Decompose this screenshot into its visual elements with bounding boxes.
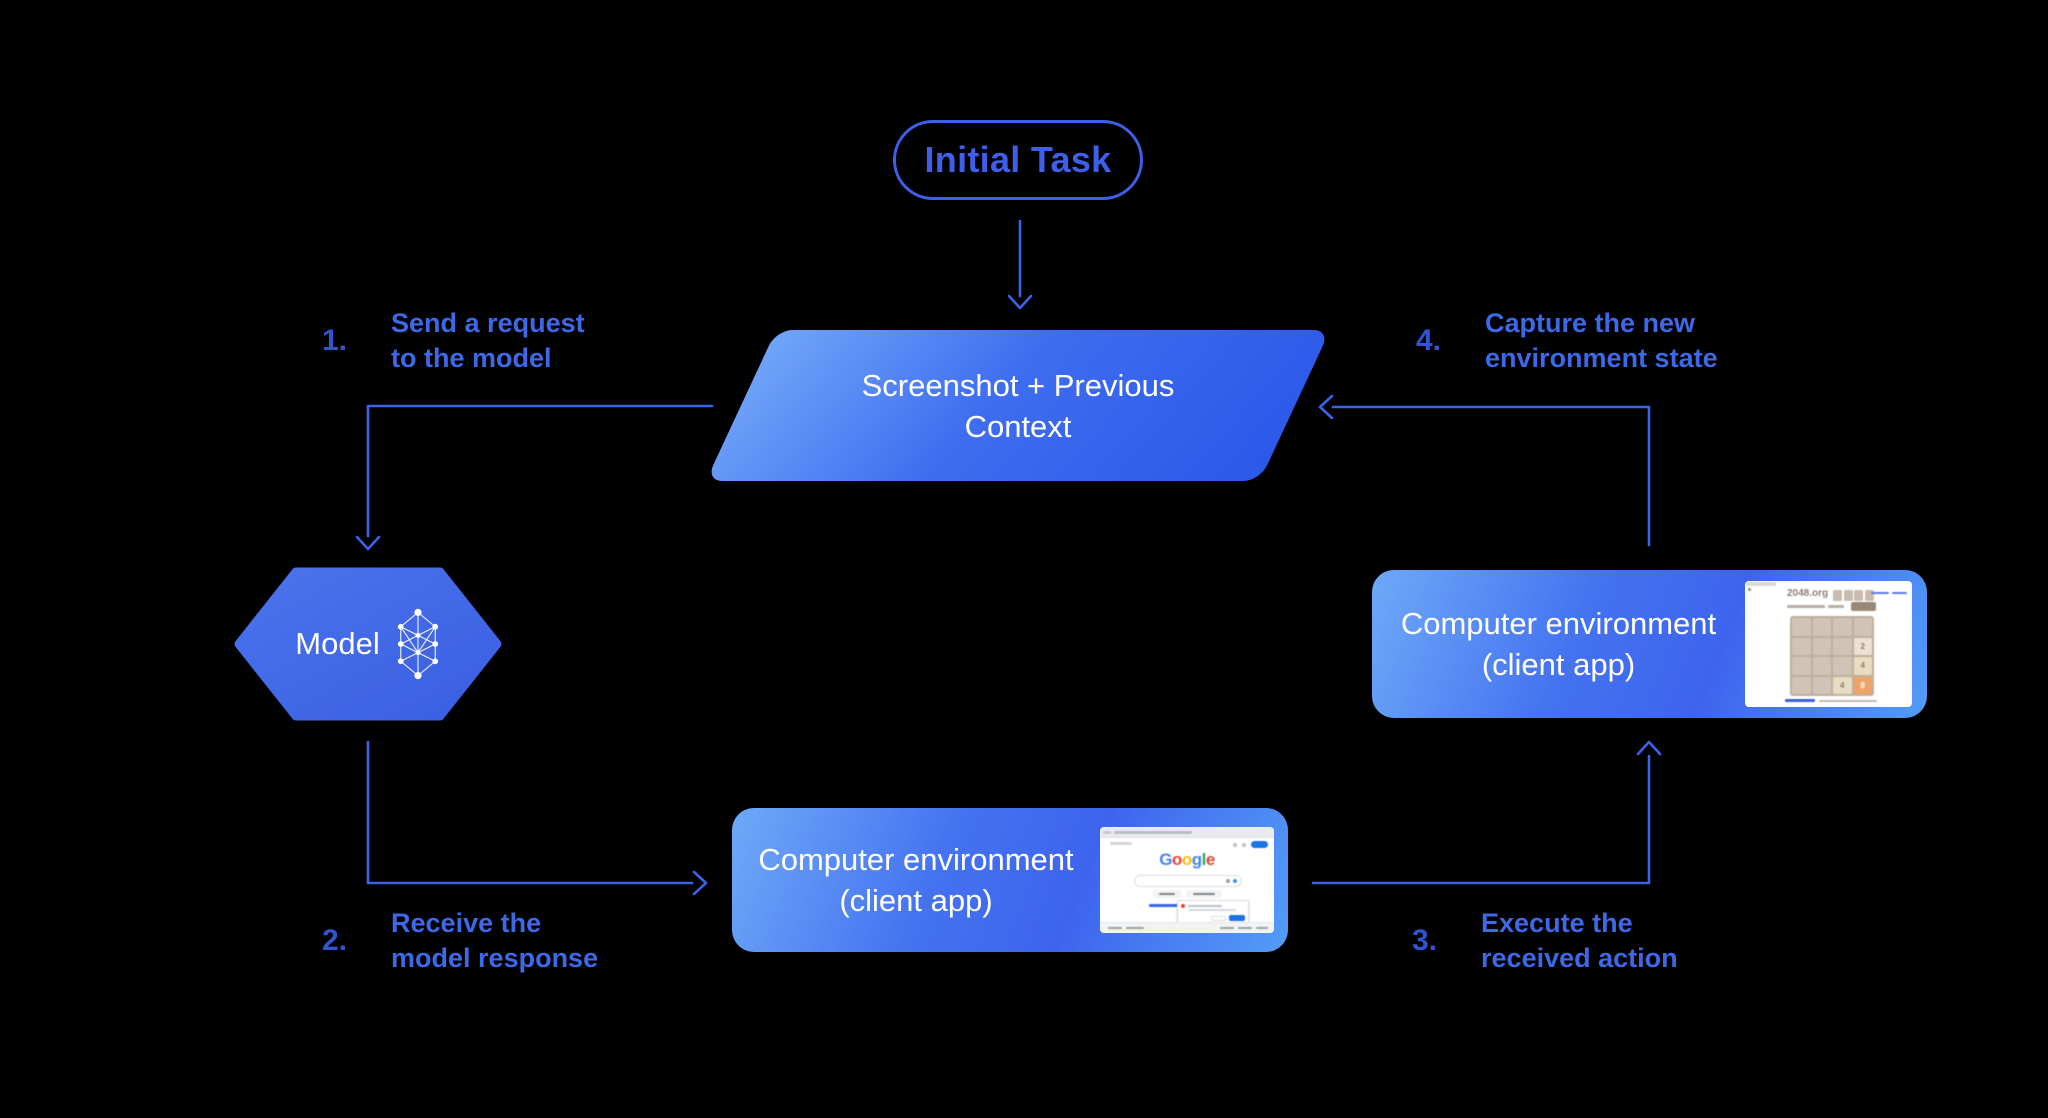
google-logo: Google xyxy=(1159,850,1215,869)
score-boxes xyxy=(1833,590,1874,601)
google-footer xyxy=(1100,922,1274,933)
step-3: 3. Execute the received action xyxy=(1412,906,1678,976)
site-title: 2048.org xyxy=(1787,588,1829,599)
search-button xyxy=(1153,890,1181,898)
env-box-bottom: Computer environment (client app) Google xyxy=(732,808,1288,952)
arrow-env-to-env xyxy=(1311,740,1662,885)
tile-8: 8 xyxy=(1853,676,1872,694)
arrow-task-to-context xyxy=(1007,219,1033,310)
step-4-number: 4. xyxy=(1416,324,1442,357)
env-box-right: Computer environment (client app) 2048.o… xyxy=(1372,570,1927,718)
model-hexagon-shape xyxy=(234,567,502,721)
search-box xyxy=(1134,875,1242,887)
step-3-text: Execute the received action xyxy=(1481,908,1678,973)
step-1-text: Send a request to the model xyxy=(391,308,585,373)
step-4-text: Capture the new environment state xyxy=(1485,308,1718,373)
screenshot-context-line1: Screenshot + Previous xyxy=(861,367,1175,403)
google-screenshot-thumbnail: Google xyxy=(1100,827,1274,933)
model-node: Model xyxy=(234,567,502,721)
apps-grid-icon xyxy=(1242,843,1246,847)
step-2-number: 2. xyxy=(322,924,348,957)
arrow-context-to-model xyxy=(355,404,714,551)
game-board: 2 4 4 8 xyxy=(1790,616,1874,696)
how-to-play-link xyxy=(1785,699,1815,702)
arrow-env-to-context xyxy=(1318,394,1651,547)
new-game-button xyxy=(1851,602,1876,611)
step-2: 2. Receive the model response xyxy=(322,906,598,976)
step-1-number: 1. xyxy=(322,324,348,357)
tile-4: 4 xyxy=(1853,657,1872,675)
step-2-text: Receive the model response xyxy=(391,908,599,973)
initial-task-node: Initial Task xyxy=(893,120,1143,200)
step-3-number: 3. xyxy=(1412,924,1438,957)
neural-network-icon xyxy=(397,608,438,680)
model-label: Model xyxy=(295,626,380,661)
arrow-model-to-env xyxy=(366,740,708,896)
step-1: 1. Send a request to the model xyxy=(322,306,585,376)
browser-tab xyxy=(1746,582,1776,586)
browser-topbar xyxy=(1100,827,1274,838)
sign-in-button xyxy=(1251,841,1268,848)
tile-4b: 4 xyxy=(1833,676,1852,694)
lucky-button xyxy=(1186,890,1222,898)
game-2048-thumbnail: 2048.org 2 4 4 8 xyxy=(1745,581,1912,707)
cookie-dialog xyxy=(1177,900,1249,925)
screenshot-context-line2: Context xyxy=(964,408,1072,444)
step-4: 4. Capture the new environment state xyxy=(1416,306,1718,376)
screenshot-context-node: Screenshot + Previous Context xyxy=(741,330,1295,481)
env-right-label: Computer environment (client app) xyxy=(1400,606,1717,682)
env-bottom-label: Computer environment (client app) xyxy=(758,842,1074,918)
initial-task-label: Initial Task xyxy=(924,139,1112,180)
tile-2: 2 xyxy=(1853,637,1872,655)
